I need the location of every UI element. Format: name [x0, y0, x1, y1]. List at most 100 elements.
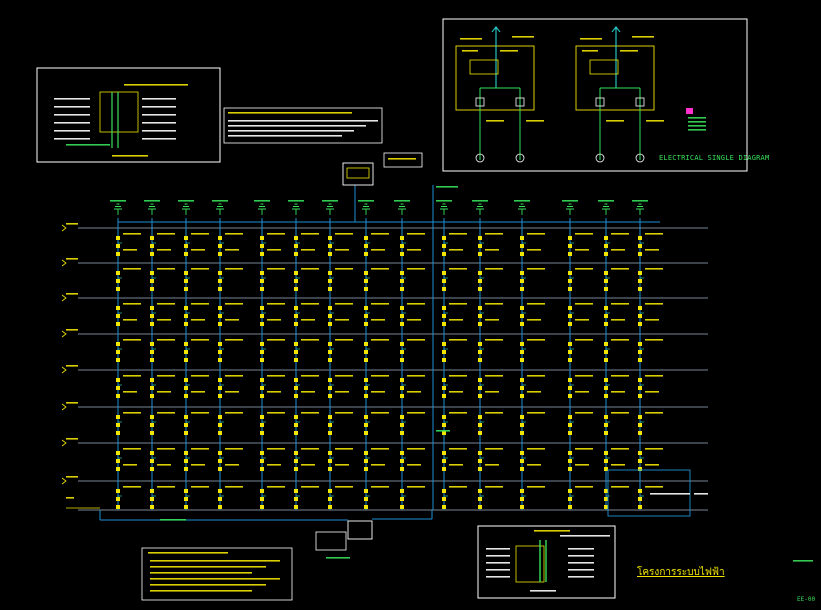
- breaker-icon: [568, 279, 572, 283]
- circuit-label-mark: [485, 486, 503, 488]
- circuit-label-mark: [449, 319, 463, 321]
- breaker-icon: [116, 467, 120, 471]
- breaker-icon: [568, 236, 572, 240]
- breaker-icon: [116, 322, 120, 326]
- breaker-icon: [442, 378, 446, 382]
- circuit-label-mark: [645, 412, 663, 414]
- breaker-icon: [604, 252, 608, 256]
- breaker-icon: [328, 415, 332, 419]
- breaker-icon: [400, 244, 404, 248]
- breaker-icon: [478, 358, 482, 362]
- breaker-icon: [218, 431, 222, 435]
- main-panel-box: [342, 162, 374, 186]
- circuit-label-mark: [301, 464, 315, 466]
- breaker-icon: [604, 489, 608, 493]
- breaker-icon: [604, 431, 608, 435]
- detail-text-mark: [54, 130, 90, 132]
- breaker-icon: [218, 252, 222, 256]
- breaker-icon: [520, 342, 524, 346]
- level-label-mark: [66, 329, 78, 331]
- circuit-label-mark: [485, 233, 503, 235]
- sld-branch-label-mark: [646, 120, 664, 122]
- breaker-icon: [150, 236, 154, 240]
- circuit-label-mark: [449, 339, 467, 341]
- circuit-label-mark: [449, 391, 463, 393]
- detail-text-mark: [54, 98, 90, 100]
- breaker-icon: [260, 342, 264, 346]
- circuit-label-mark: [575, 486, 593, 488]
- roof-label-mark: [394, 200, 410, 202]
- circuit-label-mark: [611, 249, 625, 251]
- circuit-label-mark: [225, 249, 239, 251]
- breaker-icon: [364, 451, 368, 455]
- level-label-mark: [66, 365, 78, 367]
- bottom-detail-title-mark: [534, 530, 570, 532]
- breaker-icon: [364, 306, 368, 310]
- circuit-label-mark: [449, 375, 467, 377]
- ground-icon: [182, 203, 190, 215]
- breaker-icon: [568, 497, 572, 501]
- breaker-icon: [328, 505, 332, 509]
- circuit-label-mark: [225, 268, 243, 270]
- breaker-icon: [294, 386, 298, 390]
- breaker-icon: [520, 415, 524, 419]
- breaker-icon: [364, 423, 368, 427]
- breaker-icon: [116, 271, 120, 275]
- sld-meter-box: [469, 59, 499, 75]
- breaker-icon: [442, 415, 446, 419]
- level-marker-icon: [61, 477, 67, 485]
- lower-panel-label-mark: [326, 557, 350, 559]
- breaker-icon: [184, 279, 188, 283]
- breaker-icon: [604, 306, 608, 310]
- circuit-label-mark: [575, 319, 589, 321]
- circuit-label-mark: [407, 464, 421, 466]
- breaker-icon: [604, 314, 608, 318]
- motor-icon: [635, 153, 645, 163]
- breaker-icon: [638, 252, 642, 256]
- breaker-icon: [294, 287, 298, 291]
- breaker-icon: [442, 467, 446, 471]
- breaker-icon: [260, 467, 264, 471]
- circuit-label-mark: [407, 233, 425, 235]
- breaker-icon: [294, 415, 298, 419]
- panel-tag-mark: [388, 158, 416, 160]
- sld-text-mark: [632, 36, 654, 38]
- sld-text-mark: [620, 50, 638, 52]
- circuit-label-mark: [645, 319, 659, 321]
- detail-equipment-box: [99, 91, 139, 133]
- breaker-icon: [294, 314, 298, 318]
- level-label-mark: [66, 402, 78, 404]
- breaker-icon: [604, 423, 608, 427]
- breaker-icon: [400, 467, 404, 471]
- circuit-label-mark: [407, 391, 421, 393]
- breaker-icon: [218, 322, 222, 326]
- circuit-label-mark: [611, 339, 629, 341]
- breaker-icon: [294, 306, 298, 310]
- breaker-icon: [442, 423, 446, 427]
- breaker-icon: [442, 236, 446, 240]
- breaker-icon: [364, 394, 368, 398]
- breaker-icon: [260, 505, 264, 509]
- sld-text-mark: [462, 50, 478, 52]
- breaker-icon: [294, 322, 298, 326]
- breaker-icon: [442, 431, 446, 435]
- breaker-icon: [478, 423, 482, 427]
- breaker-icon: [604, 271, 608, 275]
- breaker-icon: [150, 306, 154, 310]
- legend-swatch-icon: [686, 108, 693, 114]
- breaker-icon: [400, 252, 404, 256]
- breaker-icon: [218, 236, 222, 240]
- breaker-icon: [478, 431, 482, 435]
- circuit-label-mark: [575, 233, 593, 235]
- circuit-label-mark: [527, 486, 545, 488]
- breaker-icon: [260, 314, 264, 318]
- breaker-icon: [294, 252, 298, 256]
- motor-icon: [595, 153, 605, 163]
- breaker-icon: [520, 252, 524, 256]
- breaker-icon: [364, 236, 368, 240]
- breaker-icon: [184, 271, 188, 275]
- breaker-icon: [638, 306, 642, 310]
- breaker-icon: [638, 279, 642, 283]
- breaker-icon: [150, 287, 154, 291]
- breaker-icon: [568, 386, 572, 390]
